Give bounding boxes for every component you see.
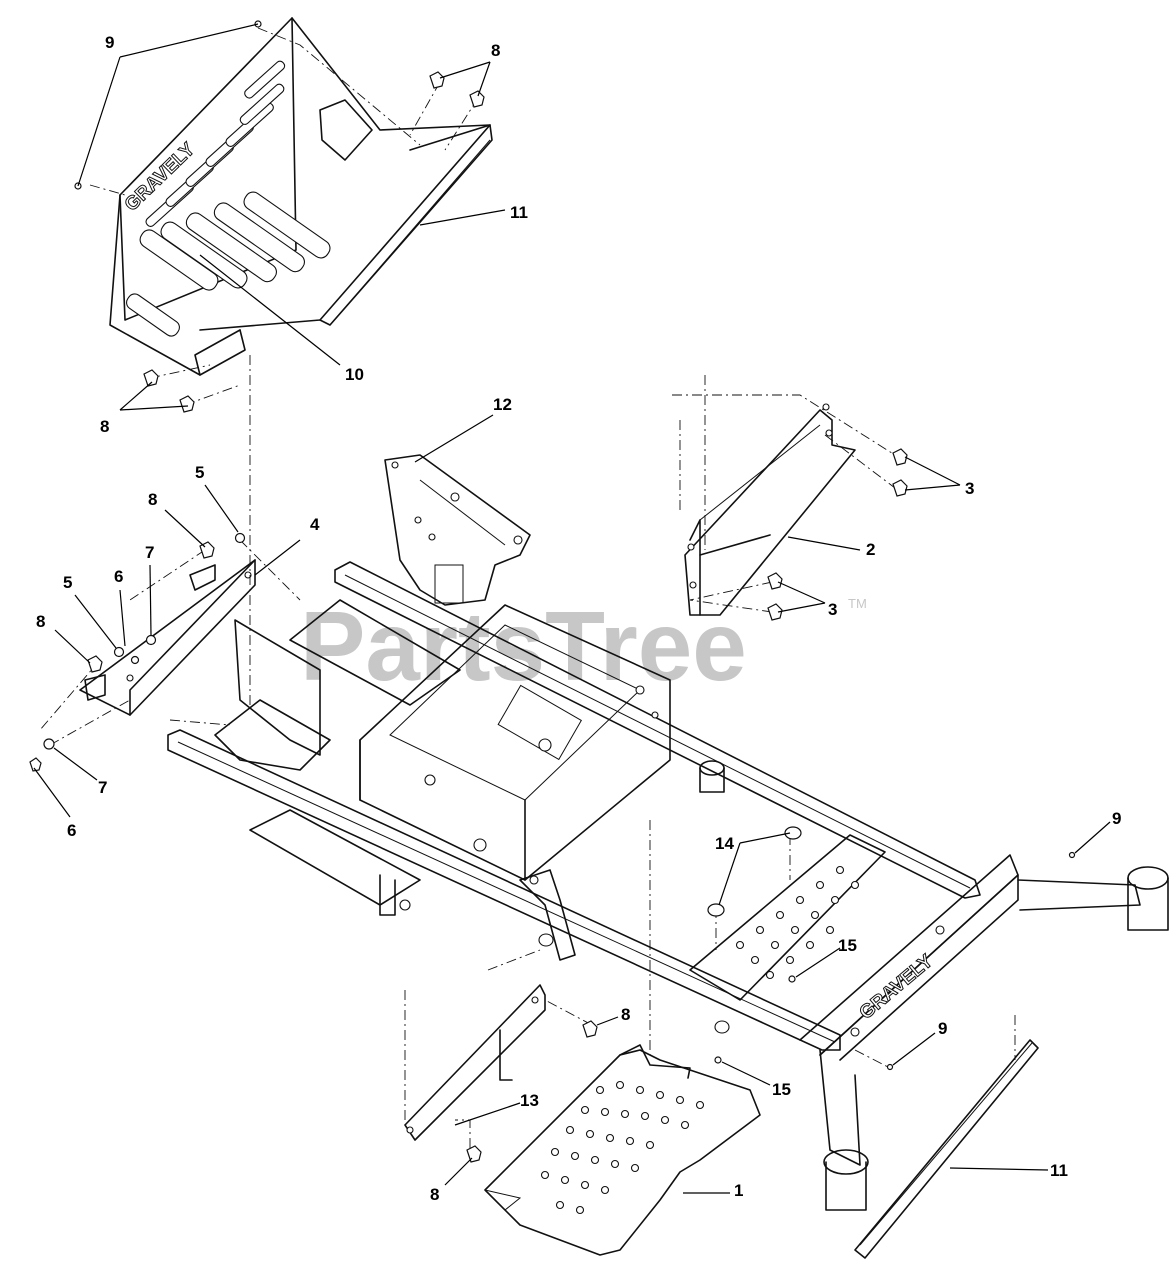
callout-8: 8 (430, 1185, 439, 1204)
watermark-text: PartsTree (300, 591, 747, 701)
callout-15: 15 (772, 1080, 791, 1099)
lower-rail-part-11-bottom (854, 1039, 1039, 1259)
bracket-part-2 (684, 403, 856, 616)
shield-brand-embossing: GRAVELY (121, 139, 200, 216)
callout-6: 6 (67, 821, 76, 840)
callout-10: 10 (345, 365, 364, 384)
callout-8: 8 (36, 612, 45, 631)
fasteners (29, 20, 1076, 1163)
callout-12: 12 (493, 395, 512, 414)
callout-5: 5 (195, 463, 204, 482)
callout-7: 7 (145, 543, 154, 562)
foot-plate-holes (540, 1080, 705, 1215)
callout-8: 8 (491, 41, 500, 60)
callout-11: 11 (1050, 1161, 1068, 1180)
callout-6: 6 (114, 567, 123, 586)
perforated-deck-holes (735, 865, 860, 980)
watermark-trademark: TM (848, 596, 867, 611)
callout-4: 4 (310, 515, 320, 534)
callout-8: 8 (100, 417, 109, 436)
callout-9: 9 (105, 33, 114, 52)
callout-labels: 9 8 11 10 8 12 3 2 3 5 8 4 7 6 5 8 7 6 9… (36, 33, 1121, 1204)
callout-15: 15 (838, 936, 857, 955)
callout-9: 9 (938, 1019, 947, 1038)
callout-2: 2 (866, 540, 875, 559)
leader-lines (33, 23, 1111, 1194)
rear-shield-part-10: GRAVELY (109, 17, 491, 376)
lower-rail-part-11-top (319, 124, 493, 326)
callout-3: 3 (828, 600, 837, 619)
callout-8: 8 (621, 1005, 630, 1024)
seat-mount-part-12 (384, 454, 531, 606)
callout-14: 14 (715, 834, 734, 853)
bracket-part-4 (79, 559, 256, 716)
callout-1: 1 (734, 1181, 743, 1200)
frame-brand-embossing: GRAVELY (856, 951, 938, 1024)
callout-3: 3 (965, 479, 974, 498)
callout-5: 5 (63, 573, 72, 592)
callout-7: 7 (98, 778, 107, 797)
foot-plate-part-1 (484, 1044, 761, 1256)
bracket-part-13 (404, 984, 546, 1141)
callout-11: 11 (510, 203, 528, 222)
callout-9: 9 (1112, 809, 1121, 828)
assembly-lines (39, 27, 1016, 1148)
callout-13: 13 (520, 1091, 539, 1110)
callout-8: 8 (148, 490, 157, 509)
